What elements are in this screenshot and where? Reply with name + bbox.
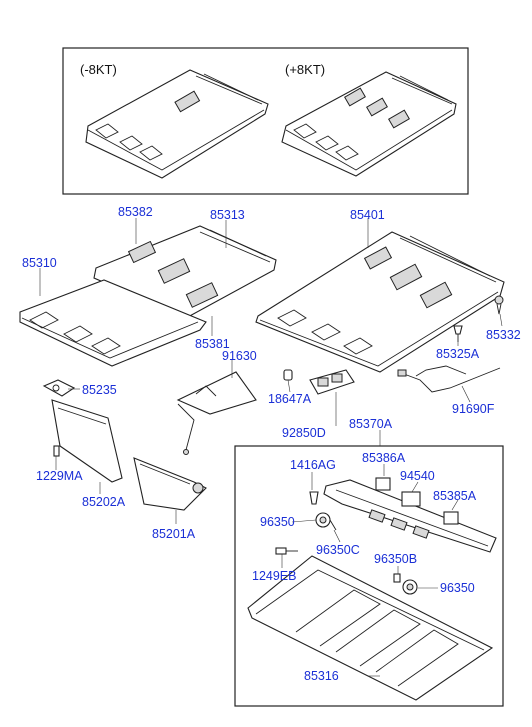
label-85313: 85313: [210, 208, 245, 222]
label-85310: 85310: [22, 256, 57, 270]
label-85235: 85235: [82, 383, 117, 397]
switch-94540: [401, 491, 421, 507]
label-85385A: 85385A: [433, 489, 477, 503]
label-85325A: 85325A: [436, 347, 480, 361]
label-96350-left: 96350: [260, 515, 295, 529]
wiring-91690F: [397, 365, 501, 393]
label-96350B: 96350B: [374, 552, 417, 566]
label-85381: 85381: [195, 337, 230, 351]
sunvisor-clip-85235: [42, 379, 76, 397]
wiring-91630: [176, 371, 257, 455]
grommet-96350B: [393, 573, 401, 583]
bulb-18647A: [283, 369, 293, 381]
clip-85332: [494, 295, 504, 315]
label-1249EB: 1249EB: [252, 569, 296, 583]
label-85386A: 85386A: [362, 451, 406, 465]
variant-inset-frame: [62, 47, 469, 195]
leader-lines: [39, 218, 503, 677]
label-85202A: 85202A: [82, 495, 126, 509]
headliner-plus-8kt: [281, 71, 457, 177]
label-85316: 85316: [304, 669, 339, 683]
cover-85385A: [443, 511, 459, 525]
screw-1249EB: [275, 547, 298, 555]
screw-1229MA: [53, 445, 60, 457]
label-92850D: 92850D: [282, 426, 326, 440]
cover-85386A: [375, 477, 391, 491]
bolt-1416AG: [309, 491, 319, 505]
panel-85316: [247, 555, 494, 701]
speaker-96350-left: [315, 512, 331, 528]
sunvisor-85201A: [133, 457, 207, 511]
label-85370A: 85370A: [349, 417, 393, 431]
console-85370A: [323, 479, 497, 553]
variant-minus-label: (-8KT): [80, 62, 117, 77]
label-94540: 94540: [400, 469, 435, 483]
label-85332: 85332: [486, 328, 521, 342]
label-85401: 85401: [350, 208, 385, 222]
sunvisor-85202A: [51, 399, 123, 483]
label-1416AG: 1416AG: [290, 458, 336, 472]
label-96350C: 96350C: [316, 543, 360, 557]
headliner-85310: [19, 279, 207, 367]
label-1229MA: 1229MA: [36, 469, 83, 483]
label-85382: 85382: [118, 205, 153, 219]
variant-plus-label: (+8KT): [285, 62, 325, 77]
speaker-96350-right: [402, 579, 418, 595]
headliner-85401: [255, 231, 505, 373]
headliner-minus-8kt: [85, 69, 269, 179]
label-85201A: 85201A: [152, 527, 196, 541]
clip-85325A: [453, 325, 463, 342]
label-96350-right: 96350: [440, 581, 475, 595]
label-91690F: 91690F: [452, 402, 495, 416]
inset-85370A-frame: [234, 445, 504, 707]
room-lamp-92850D: [309, 369, 355, 395]
label-91630: 91630: [222, 349, 257, 363]
label-18647A: 18647A: [268, 392, 312, 406]
